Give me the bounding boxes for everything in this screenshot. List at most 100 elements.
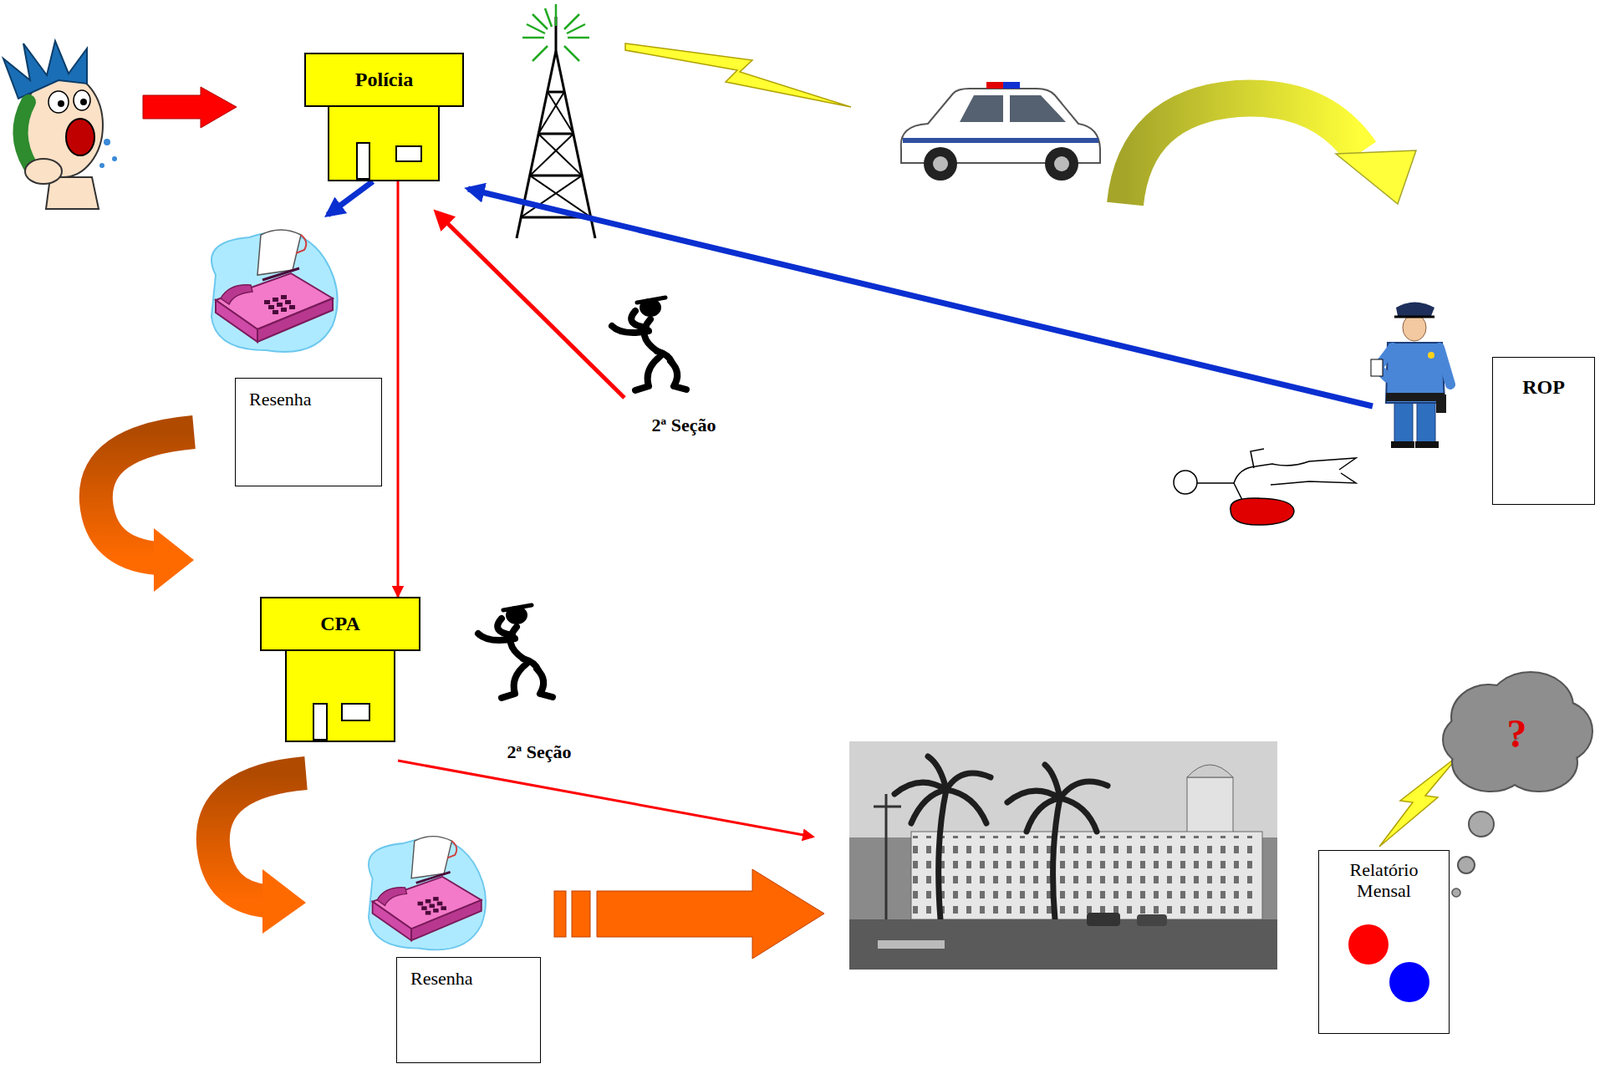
building-photo xyxy=(1044,764,1060,799)
police-car xyxy=(1054,156,1070,172)
radio-waves xyxy=(522,36,545,40)
cloud-lobe xyxy=(1443,714,1501,765)
caller-figure xyxy=(3,40,118,209)
building-photo xyxy=(1053,798,1060,920)
blue-dot xyxy=(1389,962,1430,1003)
police-car xyxy=(959,95,1004,123)
document-box: ROP xyxy=(1492,356,1595,505)
caller-figure xyxy=(66,118,95,156)
orange-block-arrow xyxy=(554,869,825,959)
body-outline xyxy=(1173,470,1198,495)
thought-bubble xyxy=(1452,888,1461,897)
thought-bubble xyxy=(1457,856,1475,874)
illustration xyxy=(611,297,687,391)
caller-figure xyxy=(112,156,118,162)
building-photo xyxy=(1187,777,1234,836)
radio-tower xyxy=(538,132,574,136)
building-photo xyxy=(873,805,902,809)
radio-tower xyxy=(547,91,565,94)
document-box: Resenha xyxy=(396,957,541,1064)
window xyxy=(396,146,422,162)
building-photo xyxy=(1059,781,1108,799)
orange-block-arrow xyxy=(596,869,825,959)
police-officer xyxy=(1370,302,1451,449)
caller-figure xyxy=(25,158,62,184)
building-photo xyxy=(946,789,987,824)
building-photo xyxy=(1059,798,1097,832)
flow-arrow xyxy=(397,181,400,597)
orange-curved-arrow xyxy=(153,528,194,592)
building-node: CPA xyxy=(259,596,421,743)
building-photo xyxy=(1187,764,1234,778)
building-body xyxy=(285,650,395,742)
sign-area: CPA xyxy=(259,596,421,652)
police-car xyxy=(986,81,1004,89)
node-text: Polícia xyxy=(355,68,413,92)
illustration xyxy=(478,605,553,699)
radio-waves xyxy=(545,8,552,27)
orange-curved-arrow xyxy=(213,773,306,934)
orange-curved-arrow xyxy=(262,869,306,934)
sign-area: Polícia xyxy=(304,52,464,108)
building-photo xyxy=(911,831,1263,920)
police-car xyxy=(923,147,958,181)
red-dot xyxy=(1348,924,1389,965)
police-car xyxy=(1044,147,1079,181)
node-text: ROP xyxy=(1522,376,1565,400)
document-box: Resenha xyxy=(234,377,383,487)
red-arrow xyxy=(436,212,625,398)
door xyxy=(313,703,327,740)
radio-waves xyxy=(566,24,586,34)
radio-waves xyxy=(564,14,580,30)
police-officer xyxy=(1402,314,1427,342)
police-officer xyxy=(1394,315,1435,319)
red-arrow xyxy=(397,760,813,837)
cloud-lobe xyxy=(1443,714,1501,765)
body-outline xyxy=(1197,458,1356,484)
police-officer xyxy=(1439,347,1451,385)
building-photo xyxy=(877,940,945,949)
radio-tower xyxy=(529,174,582,178)
building-sign xyxy=(305,53,464,107)
radio-waves xyxy=(564,45,580,62)
police-officer xyxy=(1416,401,1436,445)
building-photo xyxy=(1136,914,1167,927)
police-officer xyxy=(1427,351,1435,359)
node-text: ? xyxy=(1507,710,1528,757)
blue-arrow xyxy=(468,188,1373,407)
police-car xyxy=(901,81,1101,181)
body-outline xyxy=(1173,448,1356,525)
caller-figure xyxy=(3,40,87,99)
red-arrow xyxy=(142,86,237,128)
building-photo xyxy=(849,741,1278,970)
body-outline xyxy=(1270,473,1356,485)
building-photo xyxy=(894,756,1108,920)
caller-figure xyxy=(99,163,105,169)
police-officer xyxy=(1385,392,1445,402)
police-officer xyxy=(1394,401,1413,445)
caller-figure xyxy=(80,98,87,106)
section-label: 2ª Seção xyxy=(507,741,572,764)
orange-curved-arrow xyxy=(213,773,306,902)
building-photo xyxy=(946,773,991,790)
building-photo xyxy=(911,789,947,824)
blue-arrow xyxy=(327,181,373,215)
orange-block-arrow xyxy=(571,891,591,938)
radio-waves xyxy=(522,4,590,62)
building-body xyxy=(328,106,439,181)
lightning-bolt xyxy=(1379,754,1460,847)
section-label: 2ª Seção xyxy=(652,414,717,437)
curved-arrow xyxy=(1335,150,1417,204)
radio-waves xyxy=(567,36,590,40)
radio-waves xyxy=(532,14,548,30)
illustration xyxy=(211,229,338,352)
building-photo xyxy=(912,835,1261,917)
lightning-bolt xyxy=(625,43,851,108)
building-node: Polícia xyxy=(304,52,464,182)
orange-block-arrow xyxy=(554,891,566,938)
orange-curved-arrow xyxy=(96,432,194,559)
building-photo xyxy=(1026,798,1060,832)
node-text: Relatório Mensal xyxy=(1324,859,1444,902)
body-outline xyxy=(1230,498,1295,525)
building-photo xyxy=(849,741,1278,838)
